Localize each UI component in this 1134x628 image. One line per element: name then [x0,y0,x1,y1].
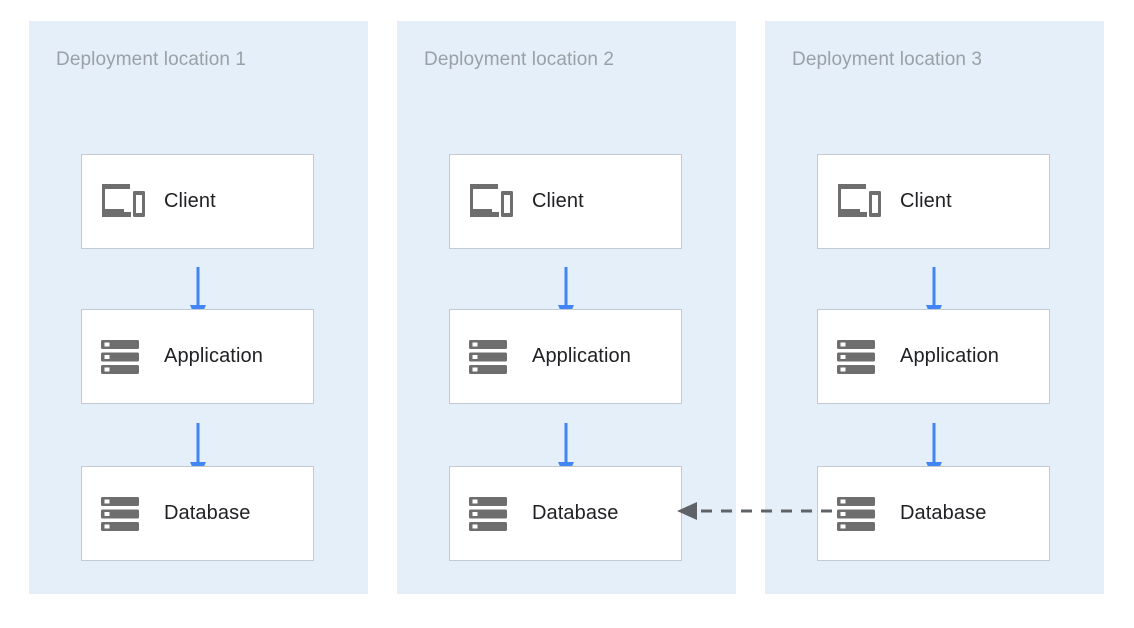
node-database-2[interactable]: Database [449,466,682,561]
node-application-1[interactable]: Application [81,309,314,404]
node-application-3[interactable]: Application [817,309,1050,404]
node-label-client-2: Client [532,190,584,212]
node-application-2[interactable]: Application [449,309,682,404]
node-label-application-1: Application [164,345,263,367]
node-label-client-3: Client [900,190,952,212]
server-icon [837,339,875,374]
devices-icon [470,183,513,217]
node-label-client-1: Client [164,190,216,212]
devices-icon [102,183,145,217]
node-label-application-3: Application [900,345,999,367]
server-icon [101,339,139,374]
devices-icon [838,183,881,217]
panel-label-location-3: Deployment location 3 [792,49,983,70]
node-label-application-2: Application [532,345,631,367]
server-icon [101,496,139,531]
deployment-location-1-panel: Deployment location 1 Client [29,21,368,594]
server-icon [469,339,507,374]
node-label-database-2: Database [532,502,619,524]
connector-database-3-to-database-2-replication [677,502,832,520]
panel-label-location-1: Deployment location 1 [56,49,247,70]
node-database-3[interactable]: Database [817,466,1050,561]
deployment-location-2-panel: Deployment location 2 Client [397,21,736,594]
node-label-database-3: Database [900,502,987,524]
node-client-3[interactable]: Client [817,154,1050,249]
deployment-location-3-panel: Deployment location 3 Client [765,21,1104,594]
node-client-2[interactable]: Client [449,154,682,249]
node-database-1[interactable]: Database [81,466,314,561]
server-icon [469,496,507,531]
node-client-1[interactable]: Client [81,154,314,249]
server-icon [837,496,875,531]
node-label-database-1: Database [164,502,251,524]
panel-label-location-2: Deployment location 2 [424,49,615,70]
